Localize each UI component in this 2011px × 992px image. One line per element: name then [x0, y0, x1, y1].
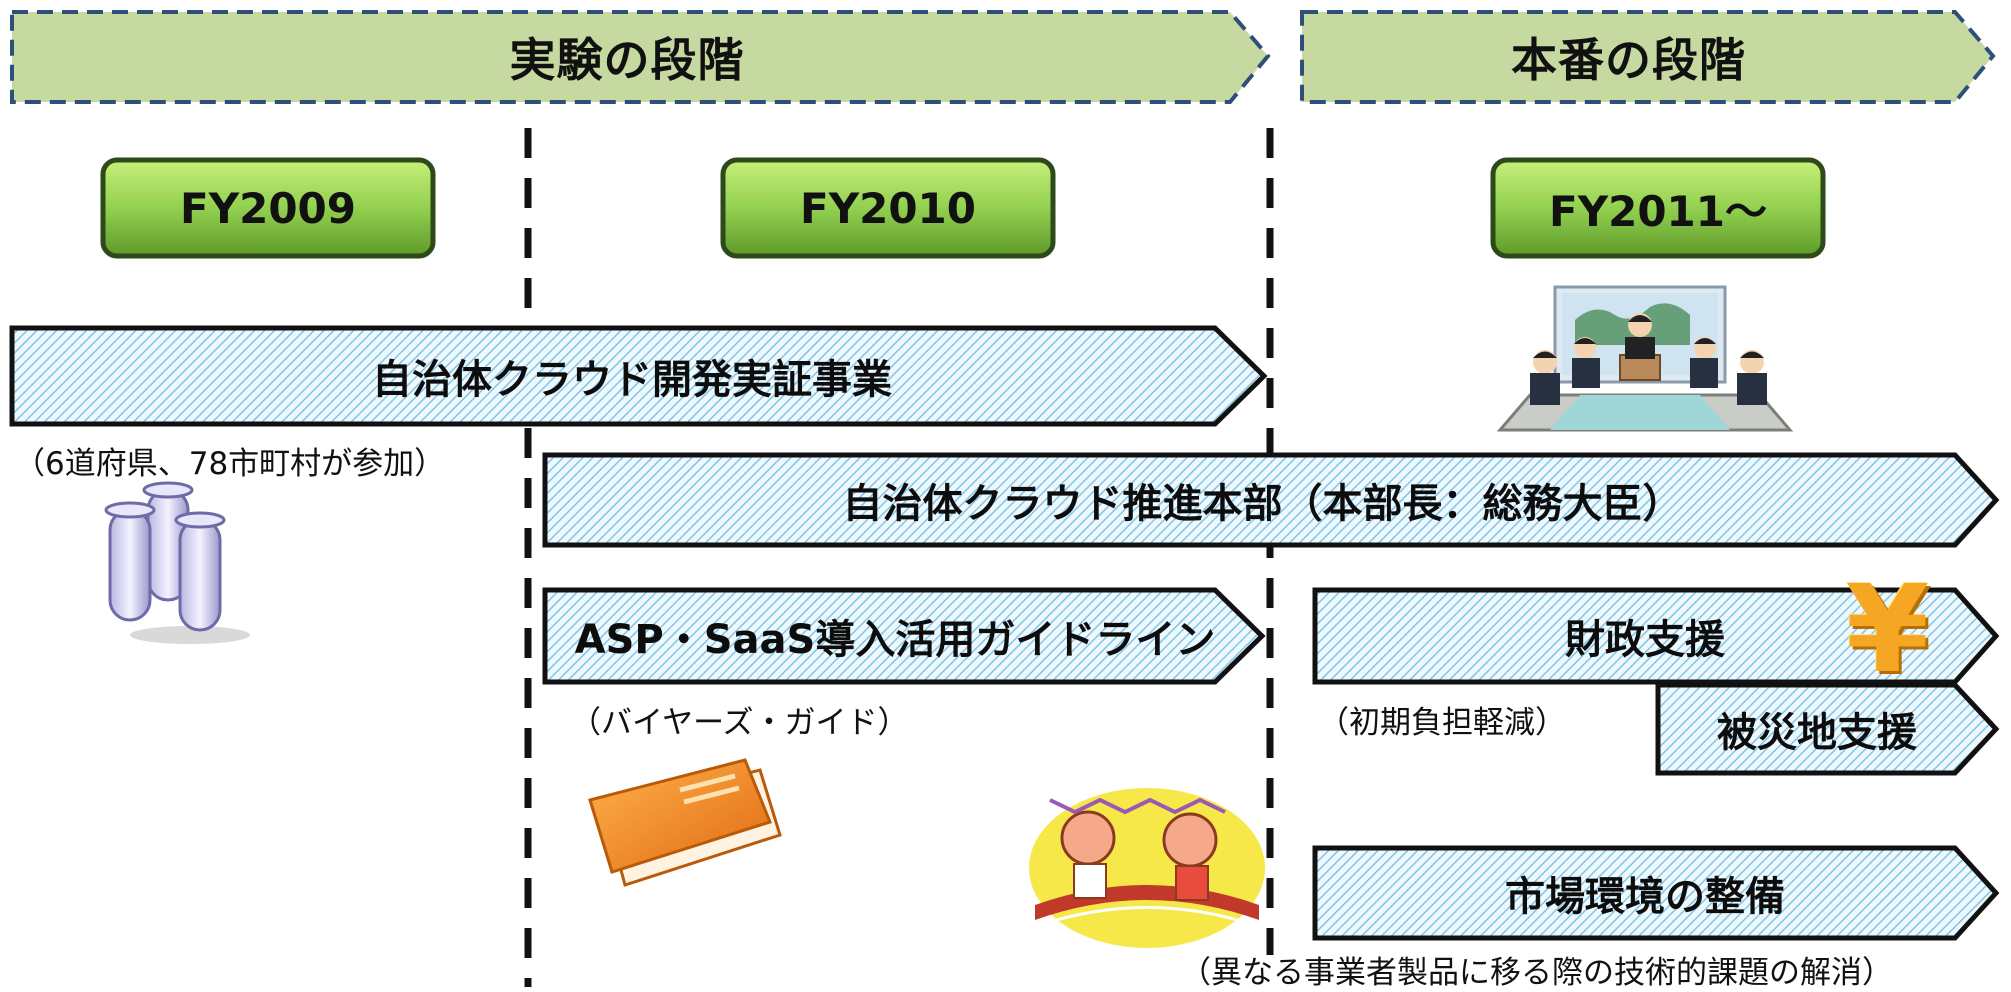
year-box-fy2009 [100, 157, 436, 259]
arrow-fiscal [1312, 587, 2000, 685]
year-label-fy2011: FY2011～ [1549, 186, 1767, 236]
year-box-fy2010 [720, 157, 1056, 259]
arrow-hq [542, 452, 2000, 548]
note-market: （異なる事業者製品に移る際の技術的課題の解消） [1180, 955, 1893, 991]
arrow-label-cloud-dev: 自治体クラウド開発実証事業 [372, 357, 892, 403]
runners-illustration [1029, 788, 1265, 948]
note-cloud-dev: （6道府県、78市町村が参加） [14, 446, 446, 482]
meeting-illustration [1496, 285, 1794, 432]
note-guideline: （バイヤーズ・ガイド） [570, 705, 909, 741]
arrow-label-market: 市場環境の整備 [1505, 874, 1785, 920]
year-box-fy2011 [1490, 157, 1826, 259]
test-tubes-illustration [104, 481, 250, 644]
arrow-cloud-dev [9, 325, 1268, 427]
phase-banner-experiment [10, 10, 1271, 104]
arrow-label-guideline: ASP・SaaS導入活用ガイドライン [574, 617, 1216, 663]
arrow-guideline [542, 587, 1266, 685]
arrow-disaster [1655, 682, 2000, 776]
year-label-fy2010: FY2010 [800, 183, 976, 233]
arrow-label-fiscal: 財政支援 [1565, 617, 1725, 663]
arrow-label-hq: 自治体クラウド推進本部（本部長：総務大臣） [842, 481, 1683, 527]
arrow-market [1312, 845, 2000, 941]
arrow-label-disaster: 被災地支援 [1717, 710, 1917, 756]
phase-label-experiment: 実験の段階 [509, 33, 745, 87]
yen-icon: ¥ [1845, 561, 1930, 700]
phase-label-production: 本番の段階 [1511, 33, 1746, 87]
note-fiscal: （初期負担軽減） [1318, 705, 1566, 741]
year-label-fy2009: FY2009 [180, 183, 356, 233]
book-illustration [588, 758, 782, 887]
phase-banner-production [1300, 10, 1996, 104]
